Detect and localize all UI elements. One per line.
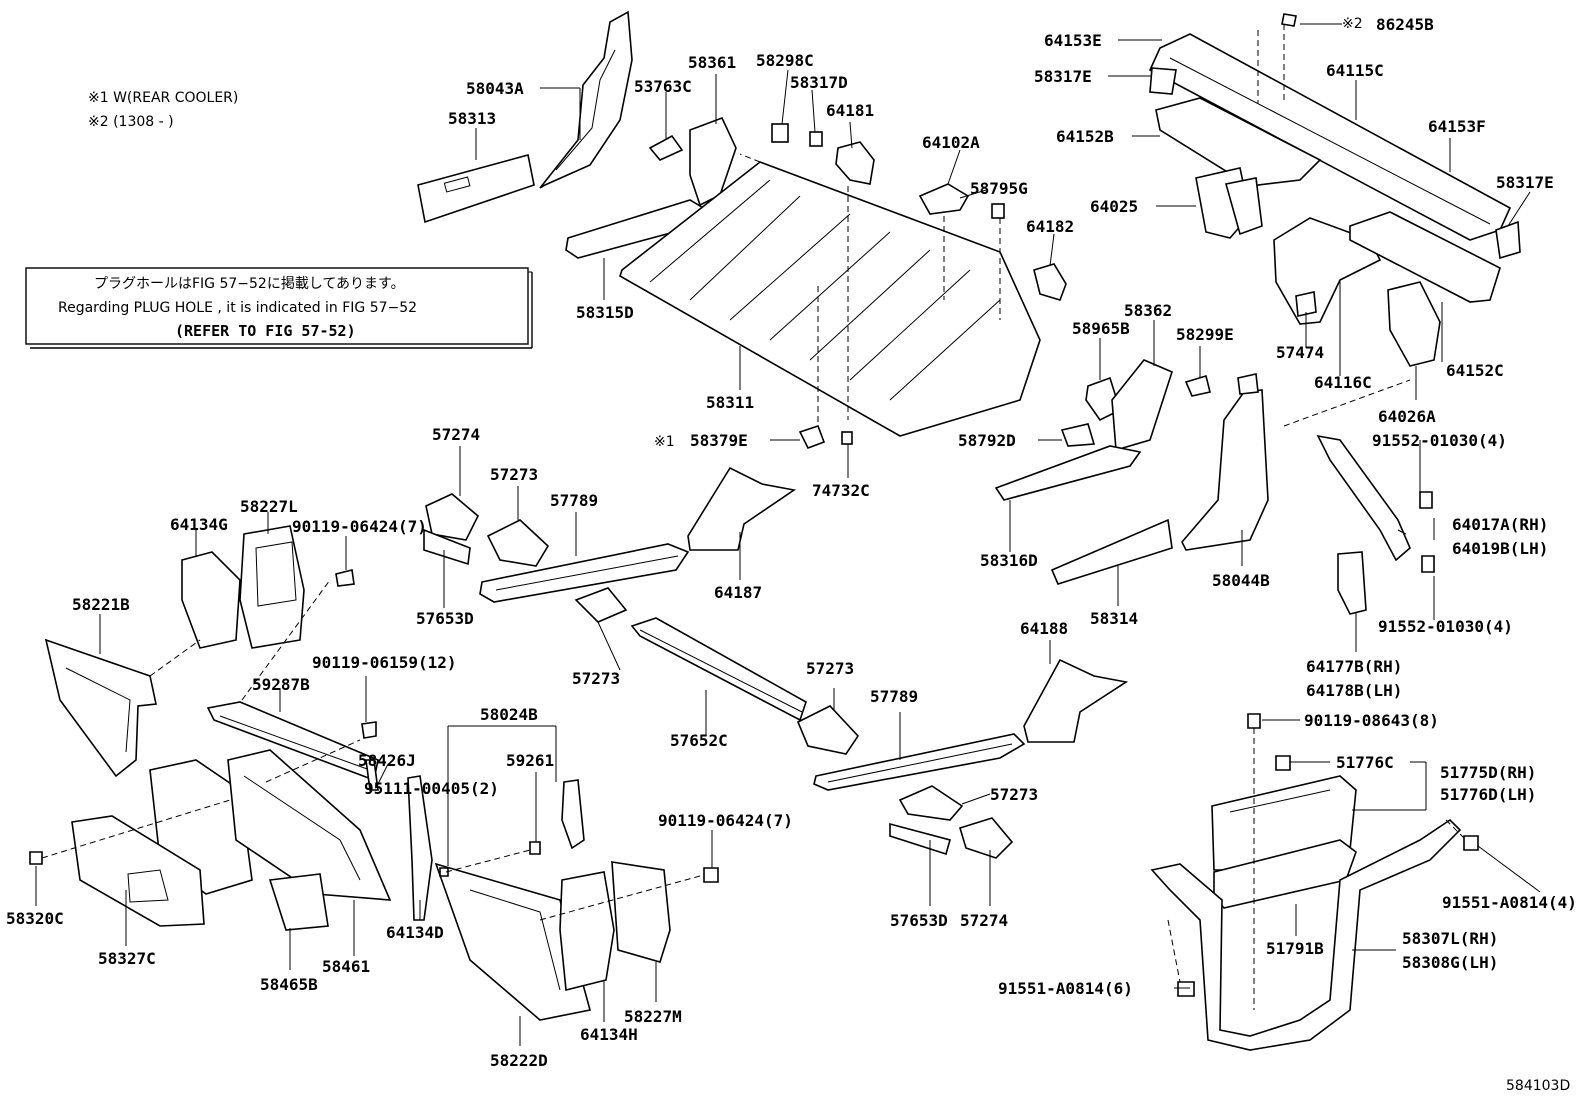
note-marker-2: ※2 [1342,16,1363,32]
part-label: 58222D [490,1051,548,1070]
part-label: 58044B [1212,571,1270,590]
part-label: 58320C [6,909,64,928]
part-label: 90119-06424(7) [658,811,793,830]
part-label: 90119-08643(8) [1304,711,1439,730]
part-label: 91552-01030(4) [1372,431,1507,450]
note-date-range: ※2 (1308 - ) [88,114,174,130]
part-label: 58308G(LH) [1402,953,1498,972]
part-label: 59287B [252,675,310,694]
part-label: 58307L(RH) [1402,929,1498,948]
right-step-hanger-group [1150,713,1479,1051]
part-label: 64102A [922,133,980,152]
right-side-member-group [994,359,1435,615]
left-box-frame-group [29,525,719,1021]
part-label: 64115C [1326,61,1384,80]
part-label: 58362 [1124,301,1172,320]
part-label: 57653D [890,911,948,930]
part-label: 51791B [1266,939,1324,958]
part-label: 58379E [690,431,748,450]
part-label: 64188 [1020,619,1068,638]
part-label: 64134G [170,515,228,534]
part-label: 58299E [1176,325,1234,344]
part-label: 58792D [958,431,1016,450]
part-label: 58227M [624,1007,682,1026]
part-label: 58024B [480,705,538,724]
part-label: 64134H [580,1025,638,1044]
part-label: 58227L [240,497,298,516]
part-label: 64177B(RH) [1306,657,1402,676]
part-label: 58965B [1072,319,1130,338]
part-label: 95111-00405(2) [364,779,499,798]
part-label: 64153E [1044,31,1102,50]
part-label: 58221B [72,595,130,614]
part-label: 57652C [670,731,728,750]
part-label: 58314 [1090,609,1138,628]
part-label: 58043A [466,79,524,98]
notice-english: Regarding PLUG HOLE , it is indicated in… [58,300,417,316]
part-label: 74732C [812,481,870,500]
rocker-panel-group [423,466,1129,859]
leader-lines [35,23,1541,1046]
part-labels: 58043A 58313 53763C 58361 58298C 58317D … [6,15,1577,1070]
part-label: 58315D [576,303,634,322]
part-label: 57474 [1276,343,1324,362]
part-label: 64152B [1056,127,1114,146]
part-label: 51776D(LH) [1440,785,1536,804]
part-label: 57273 [572,669,620,688]
part-label: 91551-A0814(6) [998,979,1133,998]
part-label: 64187 [714,583,762,602]
part-label: 58317E [1034,67,1092,86]
part-label: 59261 [506,751,554,770]
part-label: 58313 [448,109,496,128]
part-label: 64153F [1428,117,1486,136]
note-rear-cooler: ※1 W(REAR COOLER) [88,90,238,106]
part-label: 58461 [322,957,370,976]
part-label: 64182 [1026,217,1074,236]
part-label: 64026A [1378,407,1436,426]
part-label: 90119-06159(12) [312,653,457,672]
rear-floor-pan-group [417,10,1067,450]
part-label: 64181 [826,101,874,120]
part-label: 58311 [706,393,754,412]
part-label: 64152C [1446,361,1504,380]
part-label: 57789 [870,687,918,706]
part-label: 64134D [386,923,444,942]
rear-cross-member-group [1148,13,1521,427]
part-label: 64017A(RH) [1452,515,1548,534]
part-label: 57653D [416,609,474,628]
notice-japanese: プラグホールはFIG 57−52に掲載してあります。 [94,276,405,292]
part-label: 58795G [970,179,1028,198]
part-label: 58317E [1496,173,1554,192]
notice-refer: (REFER TO FIG 57-52) [175,322,356,340]
part-label: 58426J [358,751,416,770]
part-label: 51775D(RH) [1440,763,1536,782]
part-label: 57274 [432,425,480,444]
part-label: 64116C [1314,373,1372,392]
part-label: 58316D [980,551,1038,570]
part-label: 58327C [98,949,156,968]
part-label: 57789 [550,491,598,510]
part-label: 58317D [790,73,848,92]
part-label: 91552-01030(4) [1378,617,1513,636]
part-label: 58298C [756,51,814,70]
plug-hole-notice: プラグホールはFIG 57−52に掲載してあります。 Regarding PLU… [25,267,533,349]
part-label: 51776C [1336,753,1394,772]
part-label: 53763C [634,77,692,96]
part-label: 64019B(LH) [1452,539,1548,558]
note-marker-1: ※1 [654,434,675,450]
part-label: 57274 [960,911,1008,930]
part-label: 64178B(LH) [1306,681,1402,700]
part-label: 91551-A0814(4) [1442,893,1577,912]
part-label: 58361 [688,53,736,72]
part-label: 58465B [260,975,318,994]
part-label: 64025 [1090,197,1138,216]
part-label: 86245B [1376,15,1434,34]
part-label: 57273 [806,659,854,678]
part-label: 90119-06424(7) [292,517,427,536]
part-label: 57273 [990,785,1038,804]
figure-code: 584103D [1506,1078,1570,1094]
part-label: 57273 [490,465,538,484]
